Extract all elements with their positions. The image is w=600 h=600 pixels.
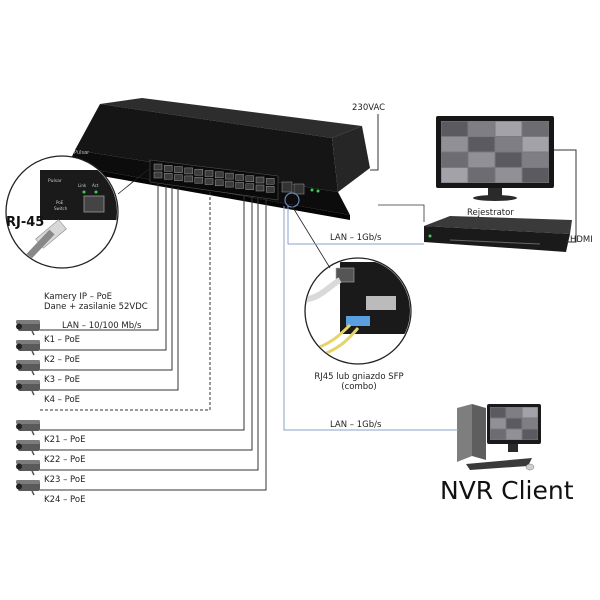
switch-port <box>235 174 244 181</box>
switch-port <box>265 186 275 193</box>
camera-feed-tile <box>522 168 549 183</box>
camera-feed-tile <box>441 168 468 183</box>
switch-port <box>204 170 214 177</box>
switch-ports <box>153 163 275 193</box>
camera-feed-tile <box>490 407 506 418</box>
camera-feed-tile <box>522 137 549 152</box>
camera-feed-tile <box>468 168 495 183</box>
switch-port <box>214 171 224 179</box>
switch-port <box>184 175 193 183</box>
svg-text:Link: Link <box>78 183 87 188</box>
switch-port <box>163 165 173 172</box>
rj45-title: RJ-45 <box>6 215 45 230</box>
hdmi-label: HDMI <box>570 235 593 245</box>
camera-feed-tile <box>506 407 522 418</box>
switch-port <box>153 163 163 171</box>
ip-camera-icon <box>16 320 40 336</box>
camera-feed-tile <box>495 137 522 152</box>
camera-feed-tile <box>441 137 468 152</box>
nvr-client-pc <box>457 404 541 471</box>
svg-text:Pulsar: Pulsar <box>48 178 62 184</box>
camera-feed-tile <box>495 121 522 136</box>
switch-port <box>204 178 214 185</box>
camera-feed-tile <box>441 121 468 136</box>
camera-label-k23: K23 – PoE <box>44 475 86 485</box>
camera-label-k24: K24 – PoE <box>44 495 86 505</box>
switch-port <box>174 166 183 173</box>
camera-feed-tile <box>522 429 538 440</box>
ip-camera-icon <box>16 420 40 436</box>
switch-port <box>225 180 234 188</box>
camera-feed-tile <box>495 152 522 167</box>
lan-client-label: LAN – 1Gb/s <box>330 420 382 430</box>
switch-port <box>255 184 265 192</box>
sfp-caption-line1: RJ45 lub gniazdo SFP <box>314 372 404 382</box>
power-label: 230VAC <box>352 103 386 113</box>
camera-feed-tile <box>506 429 522 440</box>
lan-recorder-label: LAN – 1Gb/s <box>330 233 382 243</box>
switch-port <box>235 182 244 189</box>
camera-feed-tile <box>522 121 549 136</box>
svg-text:PoE: PoE <box>56 200 64 205</box>
switch-port <box>194 168 204 176</box>
rj45-detail: Pulsar Link Act PoE Switch <box>5 155 119 269</box>
camera-label-k2: K2 – PoE <box>44 355 81 365</box>
ip-camera-icon <box>16 340 40 356</box>
switch-port <box>214 179 224 187</box>
nvr-recorder <box>424 216 572 252</box>
camera-feed-tile <box>468 121 495 136</box>
ip-camera-icon <box>16 460 40 476</box>
sfp-caption: RJ45 lub gniazdo SFP (combo) <box>300 372 418 392</box>
camera-feed-tile <box>506 418 522 429</box>
camera-icons <box>16 320 40 496</box>
switch-port <box>255 176 265 184</box>
switch-port <box>153 171 163 179</box>
lan-cameras-label: LAN – 10/100 Mb/s <box>62 321 142 331</box>
switch-port <box>174 174 183 181</box>
switch-port <box>184 167 193 175</box>
switch-port <box>245 183 255 190</box>
svg-text:Switch: Switch <box>54 206 68 211</box>
cameras-caption-line1: Kamery IP – PoE <box>44 292 113 302</box>
camera-label-k3: K3 – PoE <box>44 375 81 385</box>
camera-feed-tile <box>495 168 522 183</box>
camera-label-k4: K4 – PoE <box>44 395 81 405</box>
recorder-label: Rejestrator <box>467 208 514 218</box>
sfp-detail <box>304 257 412 365</box>
sfp-caption-line2: (combo) <box>341 382 377 392</box>
monitor <box>436 116 554 201</box>
camera-feed-tile <box>522 152 549 167</box>
ip-camera-icon <box>16 360 40 376</box>
switch-port <box>265 178 275 185</box>
switch-port <box>225 172 234 180</box>
camera-wires <box>40 184 267 491</box>
ip-camera-icon <box>16 480 40 496</box>
ip-camera-icon <box>16 380 40 396</box>
camera-feed-tile <box>441 152 468 167</box>
uplink-wires <box>283 114 577 431</box>
camera-feed-tile <box>468 152 495 167</box>
camera-feed-tile <box>522 418 538 429</box>
camera-feed-tile <box>490 429 506 440</box>
camera-feed-tile <box>468 137 495 152</box>
camera-label-k1: K1 – PoE <box>44 335 81 345</box>
ip-camera-icon <box>16 440 40 456</box>
camera-feed-tile <box>490 418 506 429</box>
poe-switch: Pulsar <box>68 98 370 220</box>
switch-port <box>245 175 255 182</box>
nvr-client-title: NVR Client <box>440 476 574 505</box>
svg-text:Act: Act <box>92 183 99 188</box>
camera-label-k22: K22 – PoE <box>44 455 86 465</box>
camera-feed-tile <box>522 407 538 418</box>
cameras-caption: Kamery IP – PoE Dane + zasilanie 52VDC <box>44 292 148 312</box>
camera-label-k21: K21 – PoE <box>44 435 86 445</box>
switch-port <box>194 176 204 184</box>
cameras-caption-line2: Dane + zasilanie 52VDC <box>44 302 148 312</box>
switch-port <box>163 173 173 180</box>
svg-text:Pulsar: Pulsar <box>74 150 90 156</box>
